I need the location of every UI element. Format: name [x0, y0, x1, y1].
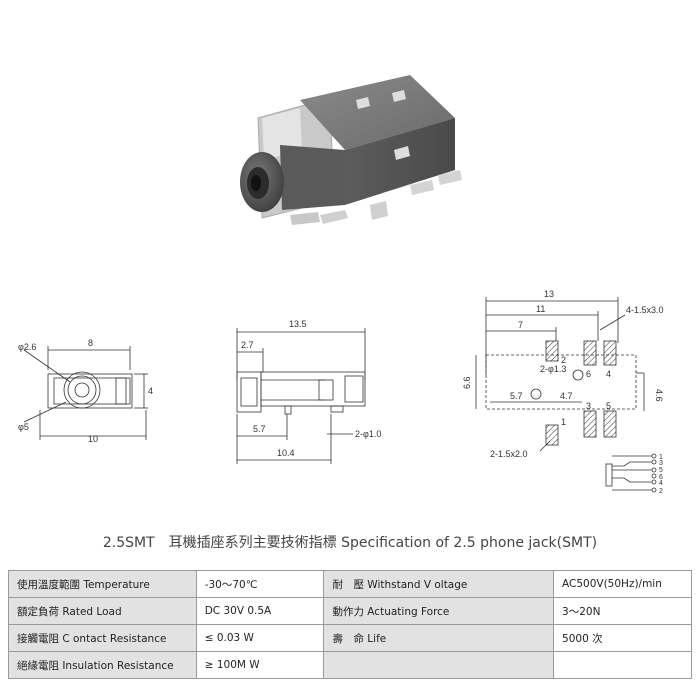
- fp-d47: 4.7: [560, 391, 573, 401]
- fp-pin-5: 5: [606, 401, 611, 411]
- spec-label: 使用溫度範圍 Temperature: [8, 570, 197, 598]
- spec-value: 5000 次: [553, 624, 692, 652]
- side-offset: 2.7: [241, 340, 254, 350]
- front-dia-bottom: φ5: [18, 422, 29, 432]
- side-pin-x: 5.7: [253, 424, 266, 434]
- table-row: 額定負荷 Rated Load DC 30V 0.5A 動作力 Actuatin…: [8, 597, 692, 625]
- sch-pin-1: 1: [659, 454, 663, 461]
- footprint-drawing: 13 11 7 4-1.5x3.0 2-φ1.3 5.7 4.7 6.6 4.6…: [462, 289, 664, 459]
- fp-w11: 11: [536, 304, 545, 314]
- side-view-drawing: 13.5 2.7 5.7 2-φ1.0 10.4: [236, 319, 381, 464]
- table-row: 使用溫度範圍 Temperature -30～70℃ 耐 壓 Withstand…: [8, 570, 692, 598]
- sch-pin-2: 2: [659, 488, 663, 495]
- front-height: 4: [148, 386, 153, 396]
- spec-value: ≤ 0.03 W: [195, 624, 325, 652]
- spec-label: 動作力 Actuating Force: [323, 597, 555, 625]
- spec-value: ≥ 100M W: [195, 651, 325, 679]
- fp-pad2: 2-1.5x2.0: [490, 449, 528, 459]
- sch-pin-6: 6: [659, 474, 663, 481]
- fp-w13: 13: [544, 289, 554, 299]
- fp-d57: 5.7: [510, 391, 523, 401]
- spec-label: 接觸電阻 C ontact Resistance: [8, 624, 197, 652]
- front-width-top: 8: [88, 338, 93, 348]
- side-length: 13.5: [289, 319, 307, 329]
- fp-pad-size: 4-1.5x3.0: [626, 305, 664, 315]
- front-dia-top: φ2.6: [18, 342, 36, 352]
- fp-pin-2: 2: [561, 355, 566, 365]
- spec-label: 壽 命 Life: [323, 624, 555, 652]
- fp-w7: 7: [518, 320, 523, 330]
- side-total: 10.4: [277, 448, 295, 458]
- fp-pin-1: 1: [561, 417, 566, 427]
- front-width-bottom: 10: [88, 434, 98, 444]
- sch-pin-4: 4: [659, 480, 663, 487]
- spec-label: 額定負荷 Rated Load: [8, 597, 197, 625]
- fp-pin-6: 6: [586, 369, 591, 379]
- fp-pin-4: 4: [606, 369, 611, 379]
- fp-h46: 4.6: [654, 389, 664, 402]
- spec-value: AC500V(50Hz)/min: [553, 570, 692, 598]
- sch-pin-5: 5: [659, 467, 663, 474]
- spec-label: 絕緣電阻 Insulation Resistance: [8, 651, 197, 679]
- spec-title: 2.5SMT 耳機插座系列主要技術指標 Specification of 2.5…: [102, 535, 598, 551]
- side-pin-dia: 2-φ1.0: [355, 429, 381, 439]
- sch-pin-3: 3: [659, 460, 663, 467]
- spec-label: 耐 壓 Withstand V oltage: [323, 570, 555, 598]
- spec-value: -30～70℃: [195, 570, 325, 598]
- spec-table: 使用溫度範圍 Temperature -30～70℃ 耐 壓 Withstand…: [8, 570, 692, 679]
- fp-h66: 6.6: [462, 376, 472, 389]
- spec-label: [323, 651, 555, 679]
- fp-hole: 2-φ1.3: [540, 364, 566, 374]
- product-photo: [240, 75, 462, 225]
- spec-value: [553, 651, 692, 679]
- fp-pin-3: 3: [586, 401, 591, 411]
- spec-value: 3～20N: [553, 597, 692, 625]
- spec-value: DC 30V 0.5A: [195, 597, 325, 625]
- front-view-drawing: φ2.6 8 4 φ5 10: [18, 338, 153, 444]
- table-row: 絕緣電阻 Insulation Resistance ≥ 100M W: [8, 651, 692, 679]
- schematic-symbol: 1 3 5 6 4 2: [605, 453, 663, 495]
- table-row: 接觸電阻 C ontact Resistance ≤ 0.03 W 壽 命 Li…: [8, 624, 692, 652]
